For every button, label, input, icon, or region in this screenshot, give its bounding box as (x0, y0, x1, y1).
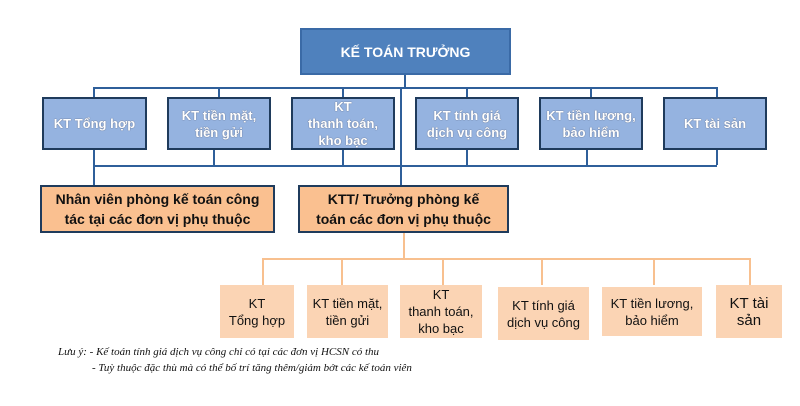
connector (716, 87, 718, 97)
level3-node: KT tiền mặt, tiền gửi (307, 285, 388, 338)
connector (93, 165, 717, 167)
connector (93, 87, 95, 97)
connector (541, 258, 543, 285)
level1-node: KT Tổng hợp (42, 97, 147, 150)
connector (262, 258, 751, 260)
connector (586, 150, 588, 165)
level3-node: KT tiền lương, bảo hiểm (602, 287, 702, 336)
level3-node: KT tài sản (716, 285, 782, 338)
note-line: - Tuỳ thuộc đặc thù mà có thể bố trí tăn… (92, 362, 412, 374)
connector (466, 150, 468, 165)
connector (442, 258, 444, 285)
connector (262, 258, 264, 285)
level1-node: KT tiền mặt, tiền gửi (167, 97, 271, 150)
connector (403, 233, 405, 259)
connector (213, 150, 215, 165)
connector (342, 150, 344, 165)
level1-node: KT thanh toán, kho bạc (291, 97, 395, 150)
level1-node: KT tài sản (663, 97, 767, 150)
level1-node: KT tiền lương, bảo hiểm (539, 97, 643, 150)
root-node: KẾ TOÁN TRƯỞNG (300, 28, 511, 75)
level1-node: KT tính giá dịch vụ công (415, 97, 519, 150)
connector (466, 87, 468, 97)
connector (404, 75, 406, 88)
connector (218, 87, 220, 97)
level3-node: KT thanh toán, kho bạc (400, 285, 482, 338)
connector (716, 150, 718, 165)
note-line: Lưu ý: - Kế toán tính giá dịch vụ công c… (58, 346, 380, 358)
connector (341, 258, 343, 285)
connector (93, 87, 717, 89)
connector (590, 87, 592, 97)
connector (653, 258, 655, 285)
level2-node: Nhân viên phòng kế toán công tác tại các… (40, 185, 275, 233)
level3-node: KT tính giá dịch vụ công (498, 287, 589, 340)
connector (400, 87, 402, 185)
connector (342, 87, 344, 97)
connector (749, 258, 751, 285)
level2-node: KTT/ Trưởng phòng kế toán các đơn vị phụ… (298, 185, 509, 233)
level3-node: KT Tổng hợp (220, 285, 294, 338)
connector (93, 150, 95, 185)
